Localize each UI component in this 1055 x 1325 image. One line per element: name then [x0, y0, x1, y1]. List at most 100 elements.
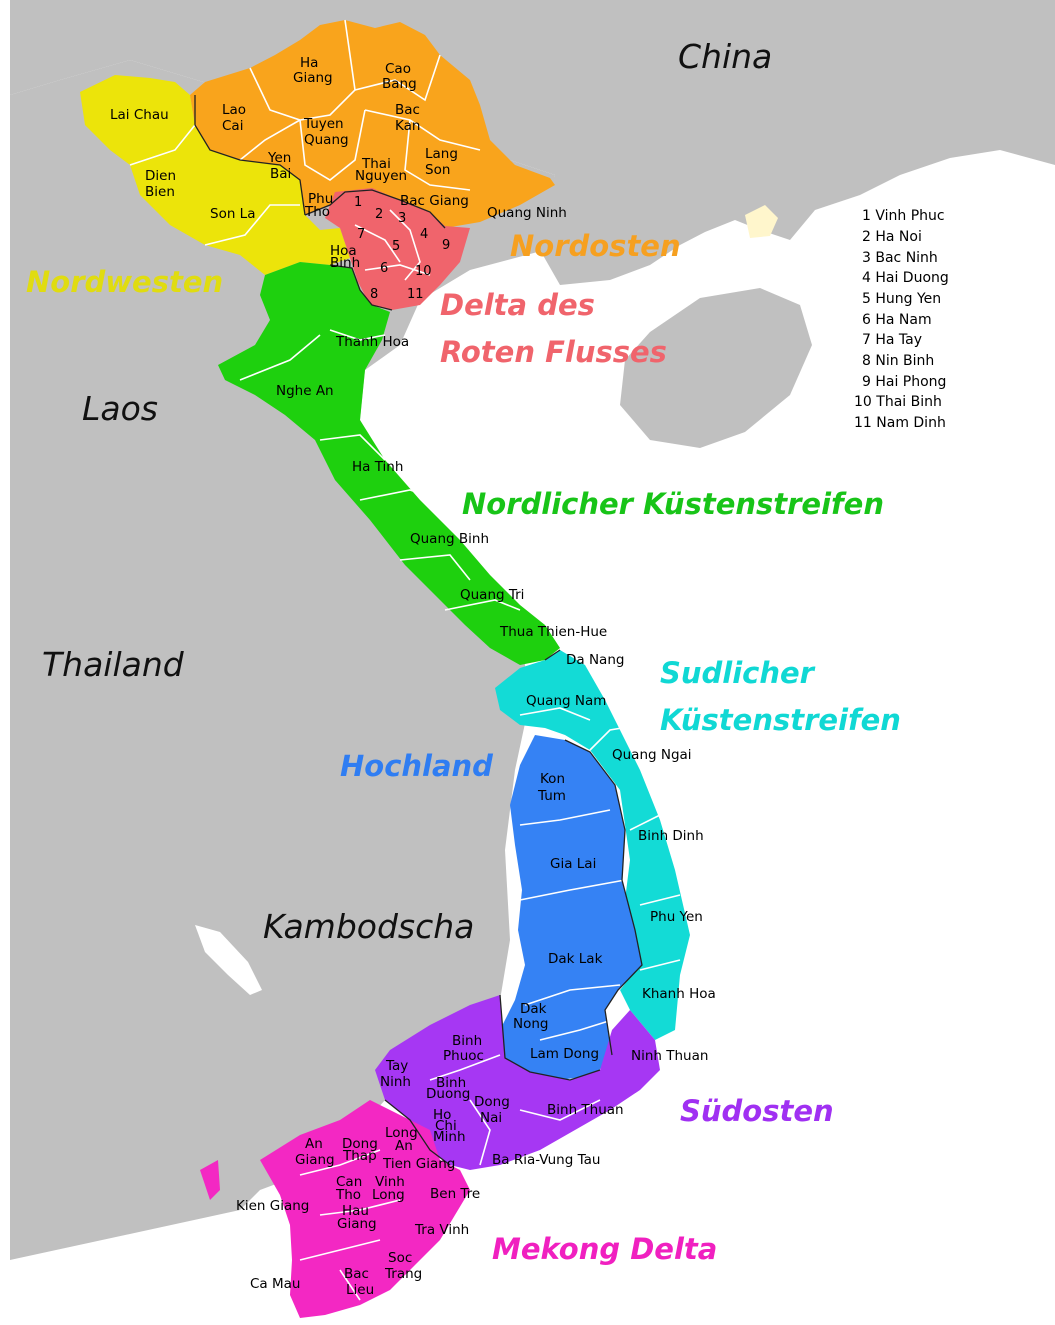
province-label: Cai [222, 118, 243, 134]
region-label-nordosten: Nordosten [510, 229, 681, 263]
province-label: Bac [344, 1266, 369, 1282]
province-label: Nong [513, 1016, 548, 1032]
province-label: Binh [436, 1075, 466, 1091]
province-label: Tum [537, 788, 566, 804]
region-label-south-coast-line2: Küstenstreifen [660, 703, 901, 737]
delta-number: 1 [354, 195, 362, 210]
province-label: Trang [384, 1266, 422, 1282]
country-label-china: China [678, 37, 772, 76]
legend-item: 3 Bac Ninh [862, 250, 938, 266]
province-label: Thanh Hoa [335, 334, 409, 350]
province-label: Da Nang [566, 652, 624, 668]
province-label: Bac [395, 102, 420, 118]
province-label: Kon [540, 771, 565, 787]
legend-item: 9 Hai Phong [862, 374, 946, 390]
delta-number: 9 [442, 238, 450, 253]
province-label: Dong [342, 1136, 378, 1152]
province-label: Giang [337, 1216, 377, 1232]
delta-number: 3 [398, 211, 406, 226]
region-label-hochland: Hochland [340, 749, 493, 783]
province-label: Quang Nam [526, 693, 606, 709]
province-label: Phuoc [443, 1048, 484, 1064]
province-label: Lieu [346, 1282, 374, 1298]
province-label: Dong [474, 1094, 510, 1110]
province-label: Ha Tinh [352, 459, 403, 475]
province-label: Hoa [330, 243, 357, 259]
legend-item: 7 Ha Tay [862, 332, 922, 348]
province-label: Quang Ngai [612, 747, 692, 763]
province-label: Dak Lak [548, 951, 603, 967]
region-nordosten [190, 20, 555, 228]
region-label-nordwesten: Nordwesten [26, 265, 223, 299]
region-mekong [200, 1100, 470, 1318]
province-label: Ba Ria-Vung Tau [492, 1152, 600, 1168]
province-label: Binh [330, 255, 360, 271]
legend-item: 2 Ha Noi [862, 229, 922, 245]
province-label: Bac Giang [400, 193, 469, 209]
province-label: Kan [395, 118, 420, 134]
province-label: Dien [145, 168, 176, 184]
province-label: An [305, 1136, 323, 1152]
delta-number: 7 [357, 227, 365, 242]
province-label: Nghe An [276, 383, 334, 399]
legend-item: 8 Nin Binh [862, 353, 934, 369]
delta-number: 4 [420, 227, 428, 242]
province-label: Nai [480, 1110, 502, 1126]
province-label: Vinh [375, 1174, 405, 1190]
province-label: Chi [435, 1118, 457, 1134]
province-label: Phu Yen [650, 909, 703, 925]
province-label: Can [336, 1174, 362, 1190]
legend-item: 5 Hung Yen [862, 291, 941, 307]
legend-item: 10 Thai Binh [854, 394, 942, 410]
province-label: Bai [270, 166, 291, 182]
province-label: Tra Vinh [414, 1222, 469, 1238]
province-label: Lai Chau [110, 107, 169, 123]
province-label: Ninh [380, 1074, 411, 1090]
province-label: Ben Tre [430, 1186, 480, 1202]
province-label: Ca Mau [250, 1276, 300, 1292]
region-hochland [500, 735, 642, 1080]
province-label: Tien Giang [382, 1156, 455, 1172]
country-label-laos: Laos [82, 389, 158, 428]
province-label: Quang Tri [460, 587, 524, 603]
delta-number: 6 [380, 261, 388, 276]
province-borders [129, 19, 681, 1301]
province-label: Lang [425, 146, 458, 162]
province-labels: Ha Giang Cao Bang Lai Chau Lao Cai Tuyen… [110, 55, 716, 1298]
legend-item: 11 Nam Dinh [854, 415, 946, 431]
region-label-delta-line1: Delta des [440, 288, 595, 322]
province-label: Binh Dinh [638, 828, 704, 844]
province-label: Yen [267, 150, 291, 166]
delta-number: 2 [375, 207, 383, 222]
region-suedosten [375, 995, 660, 1170]
land-small-island [745, 205, 778, 238]
legend-item: 1 Vinh Phuc [862, 208, 945, 224]
province-label: Binh [452, 1033, 482, 1049]
province-label: Duong [426, 1086, 470, 1102]
country-label-thailand: Thailand [42, 645, 185, 684]
land-hainan [620, 288, 812, 448]
delta-number-labels: 1 2 3 4 5 6 7 8 9 10 11 [354, 195, 450, 302]
province-label: Lao [222, 102, 246, 118]
province-label: Ha [300, 55, 318, 71]
province-label: Bang [382, 76, 417, 92]
province-label: Son [425, 162, 450, 178]
delta-number: 8 [370, 287, 378, 302]
province-label: Son La [210, 206, 255, 222]
province-label: Bien [145, 184, 175, 200]
legend-item: 6 Ha Nam [862, 312, 932, 328]
province-label: Giang [295, 1152, 335, 1168]
province-label: Phu [308, 191, 333, 207]
region-label-suedosten: Südosten [680, 1094, 834, 1128]
region-label-delta-line2: Roten Flusses [440, 335, 667, 369]
delta-number: 5 [392, 239, 400, 254]
province-label: Tho [304, 204, 330, 220]
region-label-mekong: Mekong Delta [492, 1232, 717, 1266]
region-label-north-coast: Nordlicher Küstenstreifen [462, 487, 884, 521]
province-label: Giang [293, 70, 333, 86]
province-label: Quang Ninh [487, 205, 567, 221]
province-label: Thua Thien-Hue [499, 624, 607, 640]
region-nordwesten [80, 75, 350, 275]
region-south-coast [495, 650, 690, 1040]
